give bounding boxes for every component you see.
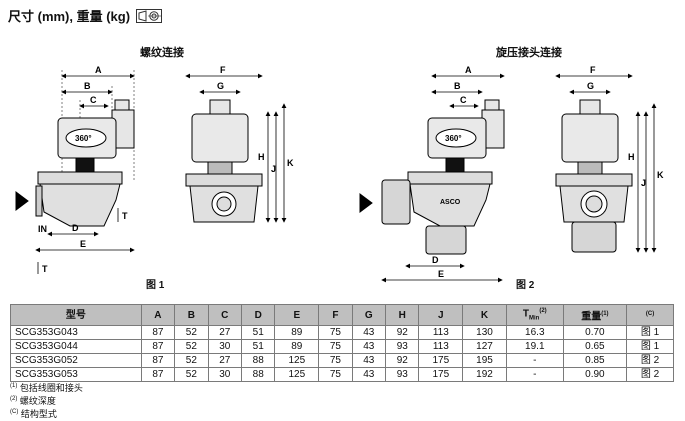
- col-t-min: TMin(2): [505, 303, 564, 327]
- fig1-side-view: [15, 70, 135, 274]
- fig1-front-view: [185, 73, 287, 223]
- col-c: C: [207, 303, 243, 327]
- col-h: H: [385, 303, 420, 327]
- table-header-row: 型号 A B C D E F G H J K TMin(2) 重量(1) (C): [10, 303, 674, 327]
- specification-table: 型号 A B C D E F G H J K TMin(2) 重量(1) (C)…: [10, 303, 674, 383]
- first-angle-projection-icon: [136, 8, 163, 23]
- footnotes: (1) 包括线圈和接头 (2) 螺纹深度 (C) 结构型式: [10, 381, 83, 420]
- dim-e-label-fig2: E: [438, 269, 444, 279]
- col-b: B: [174, 303, 209, 327]
- col-d: D: [241, 303, 276, 327]
- dim-f-label: F: [220, 65, 226, 75]
- dim-b-label-fig2: B: [454, 81, 461, 91]
- col-f: F: [318, 303, 353, 327]
- fig2-side-view: [359, 73, 505, 283]
- threaded-connection-heading: 螺纹连接: [140, 47, 184, 59]
- footnote-item: (1) 包括线圈和接头: [10, 383, 83, 393]
- col-g: G: [351, 303, 387, 327]
- dim-g-label-fig2: G: [587, 81, 594, 91]
- rotation-label-fig1: 360°: [75, 134, 92, 143]
- fig2-front-view: [555, 73, 657, 253]
- title-text: 尺寸 (mm), 重量 (kg): [8, 9, 131, 24]
- rotation-label-fig2: 360°: [445, 134, 462, 143]
- footnote-item: (2) 螺纹深度: [10, 396, 56, 406]
- dim-d-label-fig2: D: [432, 255, 439, 265]
- col-k: K: [462, 303, 507, 327]
- dim-k-label-fig2: K: [657, 170, 664, 180]
- dim-t2-label: T: [42, 264, 48, 274]
- dim-j-label-fig2: J: [641, 178, 646, 188]
- dim-f-label-fig2: F: [590, 65, 596, 75]
- dim-j-label: J: [271, 164, 276, 174]
- col-model: 型号: [10, 303, 142, 327]
- dim-b-label: B: [84, 81, 91, 91]
- dim-t-label: T: [122, 211, 128, 221]
- col-a: A: [140, 303, 176, 327]
- footnote-item: (C) 结构型式: [10, 409, 57, 419]
- col-e: E: [274, 303, 320, 327]
- figure-1-caption: 图 1: [146, 280, 165, 291]
- dim-a-label-fig2: A: [465, 65, 472, 75]
- dim-d-label: D: [72, 223, 79, 233]
- dim-c-label: C: [90, 95, 97, 105]
- brand-mark: ASCO: [440, 199, 461, 206]
- page-title: 尺寸 (mm), 重量 (kg): [8, 6, 163, 25]
- technical-drawings: A B C D E T T IN 360° F G H J K A B C D …: [15, 65, 664, 283]
- dim-c-label-fig2: C: [460, 95, 467, 105]
- col-weight: 重量(1): [562, 303, 628, 327]
- dim-h-label-fig2: H: [628, 152, 635, 162]
- dim-a-label: A: [95, 65, 102, 75]
- col-construction: (C): [626, 303, 674, 327]
- compression-fitting-heading: 旋压接头连接: [496, 47, 562, 59]
- col-j: J: [418, 303, 464, 327]
- figure-2-caption: 图 2: [516, 280, 535, 291]
- dim-g-label: G: [217, 81, 224, 91]
- dim-k-label: K: [287, 158, 294, 168]
- inlet-label: IN: [38, 224, 47, 234]
- dim-e-label: E: [80, 239, 86, 249]
- dim-h-label: H: [258, 152, 265, 162]
